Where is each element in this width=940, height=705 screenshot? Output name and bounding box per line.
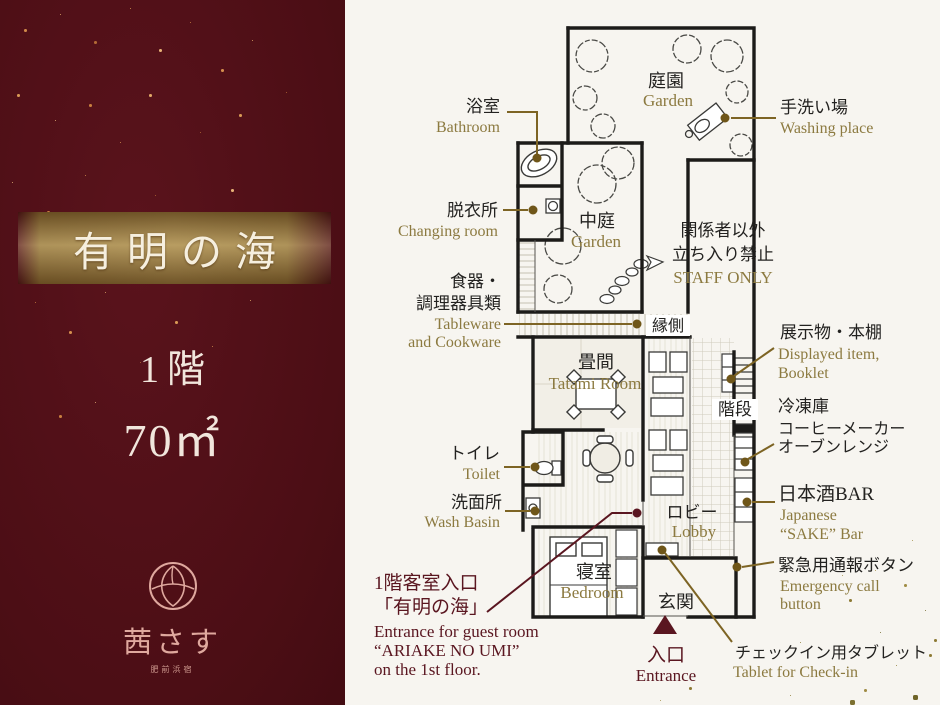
- guest-entry-ja1: 1階客室入口: [374, 572, 479, 594]
- displayed-callout-ja: 展示物・本棚: [780, 323, 882, 342]
- bed: [549, 536, 608, 618]
- leader-dots: [528, 113, 752, 572]
- staff-label-ja2: 立ち入り禁止: [672, 245, 774, 264]
- garden-label-en: Garden: [643, 91, 694, 110]
- callouts-left: 浴室 Bathroom 脱衣所 Changing room 食器・ 調理器具類 …: [398, 97, 502, 531]
- leader-lines: [503, 111, 776, 643]
- sakebar-callout-ja: 日本酒BAR: [778, 483, 874, 505]
- emergency-callout-en1: Emergency call: [780, 578, 880, 595]
- tableware-callout-ja2: 調理器具類: [416, 294, 501, 313]
- staff-label-en: STAFF ONLY: [673, 268, 772, 287]
- washbasin-callout-en: Wash Basin: [424, 514, 500, 531]
- guest-entry-leader: [486, 508, 642, 613]
- tablet-callout-en: Tablet for Check-in: [733, 664, 858, 681]
- tablet-callout-ja: チェックイン用タブレット: [735, 643, 927, 662]
- emergency-callout-en2: button: [780, 596, 821, 613]
- brand-subtitle: 肥前浜宿: [150, 665, 195, 674]
- room-name: 有明の海: [73, 229, 289, 275]
- toilet-callout-ja: トイレ: [449, 444, 500, 463]
- garden-trees: [572, 34, 753, 157]
- entrance-label-en: Entrance: [636, 666, 696, 685]
- tatami-label-en: Tatami Room: [549, 374, 642, 393]
- entrance-block: 入口 Entrance: [636, 645, 696, 685]
- courtyard-trees: [543, 146, 635, 304]
- dining-table: [582, 435, 634, 483]
- bathtub: [520, 148, 558, 178]
- room-labels: 庭園 Garden 中庭 Garden 縁側 畳間 Tatami Room 階段…: [549, 71, 774, 612]
- changing-callout-en: Changing room: [398, 223, 499, 240]
- washing-machine: [545, 198, 561, 214]
- displayed-callout-en1: Displayed item,: [778, 346, 879, 363]
- thin-wall-lines: [534, 240, 735, 617]
- lobby-sofas: [648, 351, 688, 496]
- displayed-callout-en2: Booklet: [778, 365, 829, 382]
- guest-entry-en3: on the 1st floor.: [374, 660, 481, 679]
- entrance-label-ja: 入口: [647, 645, 685, 666]
- bedroom-label-en: Bedroom: [560, 583, 623, 602]
- display-shelf: [721, 353, 734, 393]
- washbasin-callout-ja: 洗面所: [451, 493, 502, 512]
- tableware-callout-ja1: 食器・: [450, 272, 501, 291]
- appliances-callout-ja1: 冷凍庫: [778, 397, 829, 416]
- sakebar-callout-en1: Japanese: [780, 507, 837, 524]
- floor-label: 1階: [139, 349, 213, 391]
- guest-entry-en2: “ARIAKE NO UMI”: [374, 641, 519, 660]
- brand-crest-icon: [148, 562, 197, 610]
- stairs-label: 階段: [718, 400, 752, 419]
- guest-entry-en1: Entrance for guest room: [374, 622, 539, 641]
- sakebar-callout-en2: “SAKE” Bar: [780, 526, 864, 543]
- entrance-arrow-icon: [653, 615, 677, 634]
- garden-label-ja: 庭園: [648, 71, 684, 91]
- changing-callout-ja: 脱衣所: [447, 201, 498, 220]
- brand-name: 茜さす: [122, 627, 222, 659]
- appliances-callout-ja2: コーヒーメーカー: [778, 421, 905, 438]
- guest-entry-block: 1階客室入口 「有明の海」 Entrance for guest room “A…: [374, 572, 539, 679]
- stepping-stones: [599, 254, 665, 305]
- courtyard-label-ja: 中庭: [579, 211, 615, 231]
- room-name-banner: 有明の海: [18, 212, 331, 284]
- tatami-table: [565, 368, 627, 421]
- brand-logo: 茜さす 肥前浜宿: [0, 560, 345, 675]
- tableware-callout-en2: and Cookware: [408, 334, 501, 351]
- appliances-callout-ja3: オーブンレンジ: [778, 437, 889, 456]
- emergency-callout-ja: 緊急用通報ボタン: [778, 556, 914, 575]
- washingplace-callout-en: Washing place: [780, 120, 873, 137]
- bathroom-callout-en: Bathroom: [436, 119, 501, 136]
- staff-label-ja1: 関係者以外: [681, 221, 766, 240]
- guest-entry-ja2: 「有明の海」: [374, 596, 488, 618]
- tableware-callout-en1: Tableware: [435, 316, 501, 333]
- area-label: 70㎡: [123, 415, 222, 466]
- genkan-label: 玄関: [658, 592, 694, 612]
- left-panel: 有明の海 1階 70㎡ 茜さす 肥前浜宿: [0, 0, 345, 705]
- bedroom-closet: [615, 529, 638, 616]
- bathroom-callout-ja: 浴室: [466, 97, 500, 116]
- engawa-label: 縁側: [652, 317, 684, 335]
- washingplace-callout-ja: 手洗い場: [780, 98, 848, 117]
- walls: [516, 26, 756, 619]
- tatami-label-ja: 畳間: [578, 352, 614, 372]
- gold-speckles-decoration: [0, 0, 1, 1]
- bedroom-label-ja: 寝室: [576, 562, 612, 582]
- floor-plan: 庭園 Garden 中庭 Garden 縁側 畳間 Tatami Room 階段…: [374, 26, 927, 685]
- lobby-label-en: Lobby: [672, 522, 717, 541]
- callouts-right: 手洗い場 Washing place 展示物・本棚 Displayed item…: [733, 98, 927, 681]
- courtyard-label-en: Garden: [571, 232, 622, 251]
- garden-washing-basin: [684, 102, 729, 142]
- lobby-label-ja: ロビー: [667, 503, 718, 522]
- toilet-callout-en: Toilet: [463, 466, 501, 483]
